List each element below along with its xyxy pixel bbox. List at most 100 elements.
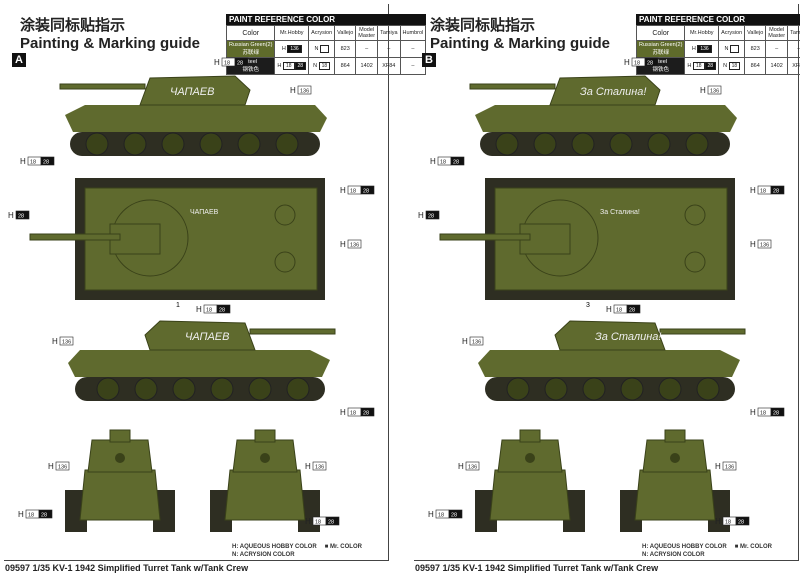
svg-text:28: 28 xyxy=(451,513,457,519)
road-wheel xyxy=(210,377,234,401)
tank-left-side-view: За Сталина! xyxy=(469,75,737,156)
color-callout: H 18 28 xyxy=(715,516,750,526)
turret xyxy=(144,320,256,351)
table-row: Russian Green(2)苏联绿 H 136 N 823 – – – xyxy=(225,40,427,58)
svg-text:H: H xyxy=(428,510,434,519)
color-name: Russian Green(2)苏联绿 xyxy=(225,40,276,58)
title-en: Painting & Marking guide xyxy=(20,35,201,52)
svg-text:H: H xyxy=(700,86,706,95)
acrysion-cell: N 18 xyxy=(308,57,336,75)
legend-aqueous: H: AQUEOUS HOBBY COLOR xyxy=(642,544,727,550)
table-caption: PAINT REFERENCE COLOR xyxy=(226,14,427,25)
acrysion-cell: N xyxy=(308,40,336,58)
gun xyxy=(659,328,746,335)
scheme-letter: B xyxy=(422,53,436,67)
svg-text:H: H xyxy=(750,408,756,417)
svg-text:18: 18 xyxy=(616,308,622,314)
svg-text:18: 18 xyxy=(350,411,356,417)
svg-text:H: H xyxy=(750,240,756,249)
svg-text:28: 28 xyxy=(738,520,744,526)
svg-text:28: 28 xyxy=(629,308,635,314)
svg-text:136: 136 xyxy=(58,465,67,471)
hull xyxy=(475,105,737,132)
svg-text:18: 18 xyxy=(760,189,766,195)
svg-text:H: H xyxy=(340,408,346,417)
hull xyxy=(65,105,327,132)
tank-right-side-view: ЧАПАЕВ xyxy=(68,320,336,401)
svg-text:18: 18 xyxy=(224,61,230,67)
svg-text:18: 18 xyxy=(760,411,766,417)
road-wheel xyxy=(533,132,557,156)
svg-text:28: 28 xyxy=(43,160,49,166)
tank-top-view: За Сталина! xyxy=(439,178,735,300)
color-callout: H 136 xyxy=(715,461,737,471)
svg-text:H: H xyxy=(462,337,468,346)
svg-text:H: H xyxy=(715,517,721,526)
svg-text:136: 136 xyxy=(62,340,71,346)
svg-text:H: H xyxy=(48,462,54,471)
svg-text:18: 18 xyxy=(725,520,731,526)
hull xyxy=(68,350,330,377)
svg-text:28: 28 xyxy=(219,308,225,314)
road-wheel xyxy=(275,132,299,156)
panel-frame xyxy=(414,4,799,561)
tank-left-side-view: ЧАПАЕВ xyxy=(59,75,327,156)
svg-text:H: H xyxy=(52,337,58,346)
model-master-cell: 1402 xyxy=(355,57,379,75)
svg-text:28: 28 xyxy=(363,189,369,195)
svg-text:H: H xyxy=(418,211,424,220)
tamiya-cell: XF84 xyxy=(787,57,800,75)
road-wheel xyxy=(286,377,310,401)
svg-text:28: 28 xyxy=(41,513,47,519)
color-callout: H 136 xyxy=(48,461,70,471)
road-wheel xyxy=(172,377,196,401)
svg-text:H: H xyxy=(196,305,202,314)
road-wheel xyxy=(161,132,185,156)
tamiya-cell: – xyxy=(377,40,401,58)
column-header: Humbrol xyxy=(399,25,427,41)
svg-text:18: 18 xyxy=(438,513,444,519)
color-callout: H 18 28 xyxy=(750,407,785,417)
road-wheel xyxy=(609,132,633,156)
acrysion-cell: N 18 xyxy=(718,57,746,75)
tamiya-cell: XF84 xyxy=(377,57,401,75)
road-wheel xyxy=(199,132,223,156)
tank-front-view xyxy=(475,429,585,532)
road-wheel xyxy=(658,377,682,401)
panel-b: 涂装同标贴指示 Painting & Marking guide B PAINT… xyxy=(410,0,800,575)
scheme-letter: A xyxy=(12,53,26,67)
svg-text:28: 28 xyxy=(773,411,779,417)
svg-text:H: H xyxy=(20,157,26,166)
road-wheel xyxy=(647,132,671,156)
color-callout: H 18 28 xyxy=(428,509,463,519)
svg-text:136: 136 xyxy=(725,465,734,471)
svg-text:H: H xyxy=(715,462,721,471)
svg-text:18: 18 xyxy=(350,189,356,195)
marker-number: 3 xyxy=(586,302,590,309)
road-wheel xyxy=(237,132,261,156)
road-wheel xyxy=(495,132,519,156)
product-title-footer: 09597 1/35 KV-1 1942 Simplified Turret T… xyxy=(5,563,249,573)
svg-text:18: 18 xyxy=(634,61,640,67)
tank-top-view: ЧАПАЕВ xyxy=(29,178,325,300)
road-wheel xyxy=(571,132,595,156)
svg-text:H: H xyxy=(290,86,296,95)
tank-rear-view xyxy=(620,429,730,532)
road-wheel xyxy=(248,377,272,401)
gun xyxy=(469,83,556,90)
title-cn: 涂装同标贴指示 xyxy=(430,16,536,34)
road-wheel xyxy=(506,377,530,401)
svg-text:H: H xyxy=(430,157,436,166)
turret xyxy=(139,75,251,106)
legend-acrysion: N: ACRYSION COLOR xyxy=(232,552,295,558)
